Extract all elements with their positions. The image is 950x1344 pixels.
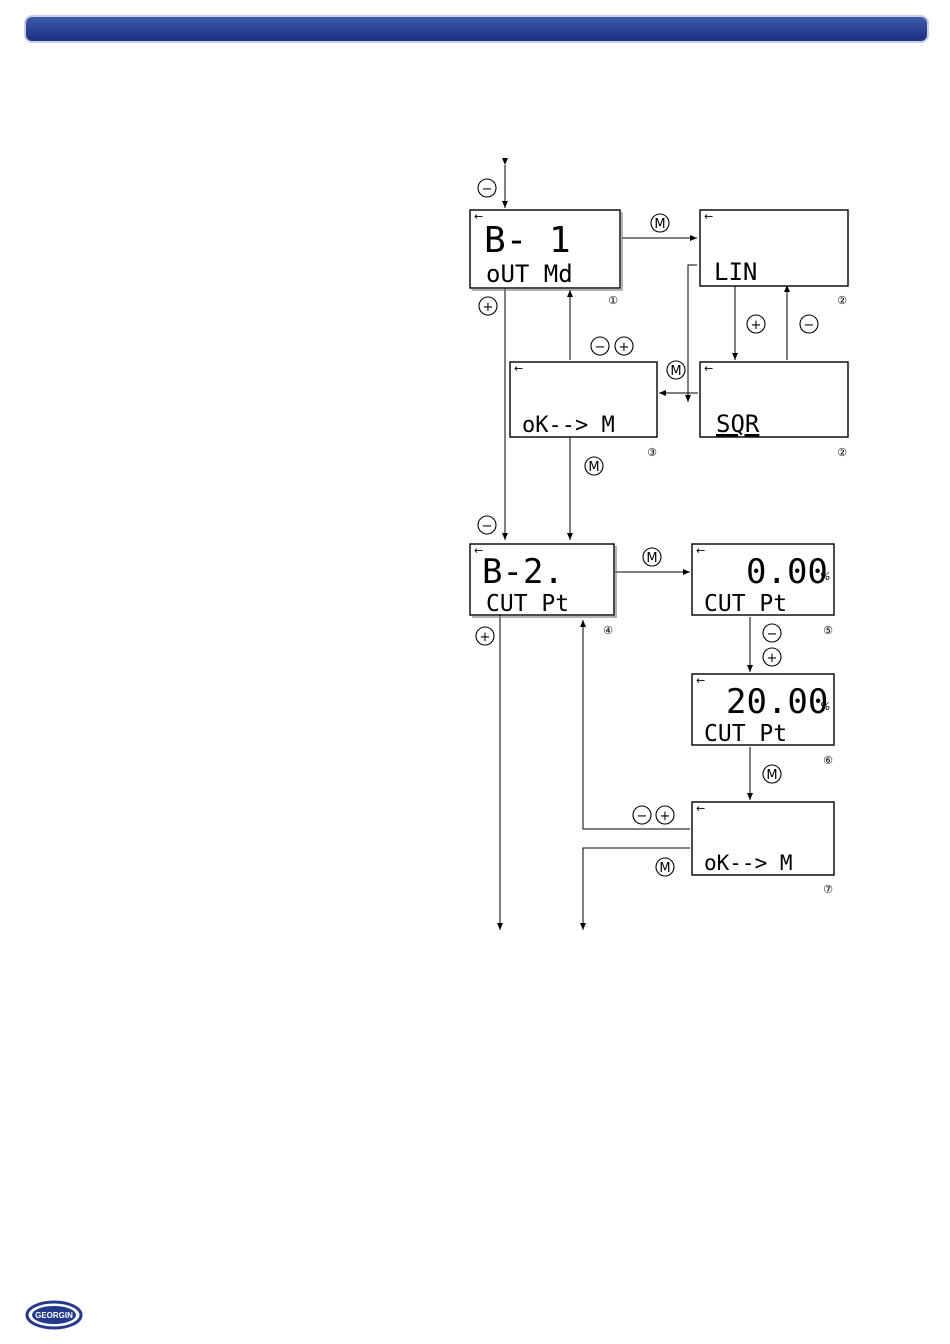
svg-text:−: − xyxy=(482,519,493,534)
lcd-screen-4: ← B-2. CUT Pt ④ xyxy=(470,544,616,637)
step-number: ② xyxy=(837,294,847,307)
plus-button-icon: + xyxy=(479,297,497,315)
svg-text:M: M xyxy=(654,217,665,232)
svg-text:+: + xyxy=(751,318,762,333)
svg-text:M: M xyxy=(766,768,777,783)
step-number: ② xyxy=(837,446,847,459)
svg-text:−: − xyxy=(595,340,606,355)
svg-text:M: M xyxy=(670,364,681,379)
lcd-screen-1: ← B- 1 oUT Md ① xyxy=(470,210,622,307)
screen-2a-label: LIN xyxy=(714,258,757,286)
back-arrow-icon: ← xyxy=(696,802,705,815)
screen-3-label: oK--> M xyxy=(522,413,615,438)
minus-button-icon: − xyxy=(633,806,651,824)
screen-1-label: oUT Md xyxy=(486,260,573,288)
screen-6-label: CUT Pt xyxy=(704,721,787,747)
screen-6-value: 20.00 xyxy=(726,682,828,722)
svg-text:+: + xyxy=(480,630,491,645)
step-number: ④ xyxy=(603,624,613,637)
plus-button-icon: + xyxy=(615,337,633,355)
minus-button-icon: − xyxy=(478,179,496,197)
step-number: ⑥ xyxy=(823,754,833,767)
plus-button-icon: + xyxy=(476,627,494,645)
svg-text:−: − xyxy=(767,627,778,642)
minus-button-icon: − xyxy=(478,516,496,534)
mode-button-icon: M xyxy=(667,361,685,379)
plus-button-icon: + xyxy=(747,315,765,333)
minus-button-icon: − xyxy=(800,315,818,333)
step-number: ⑦ xyxy=(823,883,833,896)
mode-button-icon: M xyxy=(656,858,674,876)
step-number: ③ xyxy=(647,446,657,459)
svg-text:−: − xyxy=(482,182,493,197)
mode-button-icon: M xyxy=(651,214,669,232)
lcd-screen-3: ← oK--> M ③ xyxy=(510,362,657,459)
mode-button-icon: M xyxy=(643,548,661,566)
svg-text:+: + xyxy=(767,651,778,666)
svg-text:+: + xyxy=(483,300,494,315)
screen-7-label: oK--> M xyxy=(704,851,793,875)
svg-text:−: − xyxy=(804,318,815,333)
svg-text:M: M xyxy=(659,861,670,876)
svg-text:M: M xyxy=(588,460,599,475)
percent-unit: % xyxy=(820,700,830,713)
lcd-screen-2b: ← SQR ② xyxy=(700,362,848,459)
lcd-screen-7: ← oK--> M ⑦ xyxy=(692,802,834,896)
svg-text:GEORGIN: GEORGIN xyxy=(35,1311,73,1320)
svg-text:−: − xyxy=(637,809,648,824)
svg-text:+: + xyxy=(660,809,671,824)
minus-button-icon: − xyxy=(763,624,781,642)
mode-button-icon: M xyxy=(763,765,781,783)
screen-5-label: CUT Pt xyxy=(704,591,787,617)
svg-text:+: + xyxy=(619,340,630,355)
back-arrow-icon: ← xyxy=(514,362,523,375)
back-arrow-icon: ← xyxy=(704,210,713,223)
georgin-logo: GEORGIN xyxy=(25,1300,83,1330)
svg-text:M: M xyxy=(646,551,657,566)
back-arrow-icon: ← xyxy=(696,674,705,687)
screen-2b-label: SQR xyxy=(716,410,760,438)
step-number: ⑤ xyxy=(823,624,833,637)
plus-button-icon: + xyxy=(656,806,674,824)
minus-button-icon: − xyxy=(591,337,609,355)
mode-button-icon: M xyxy=(585,457,603,475)
screen-5-value: 0.00 xyxy=(746,552,828,592)
back-arrow-icon: ← xyxy=(474,210,483,223)
lcd-screen-6: ← 20.00 % CUT Pt ⑥ xyxy=(692,674,834,767)
back-arrow-icon: ← xyxy=(696,544,705,557)
lcd-screen-5: ← 0.00 % CUT Pt ⑤ xyxy=(692,544,834,637)
screen-1-code: B- 1 xyxy=(484,220,571,261)
screen-4-code: B-2. xyxy=(482,552,564,592)
plus-button-icon: + xyxy=(763,648,781,666)
back-arrow-icon: ← xyxy=(704,362,713,375)
lcd-screen-2a: ← LIN ② xyxy=(700,210,848,307)
screen-4-label: CUT Pt xyxy=(486,591,569,617)
percent-unit: % xyxy=(820,570,830,583)
step-number: ① xyxy=(608,294,618,307)
